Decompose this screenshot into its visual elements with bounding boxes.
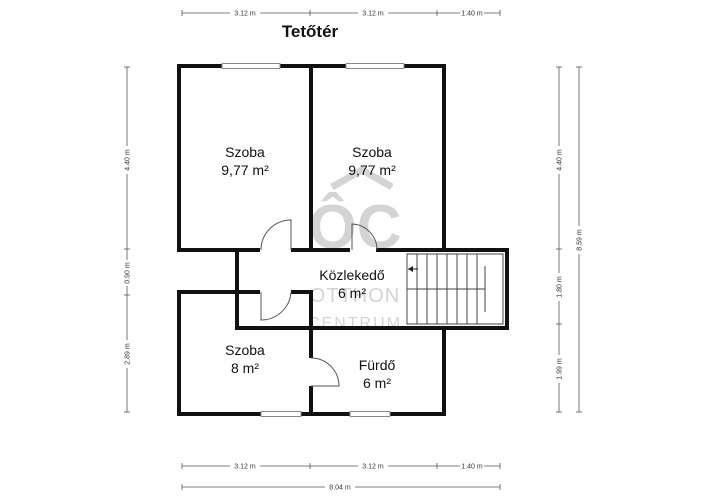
doors	[260, 219, 378, 387]
room-area: 6 m²	[338, 285, 366, 301]
dim-top-3: 1.40 m	[461, 11, 483, 18]
door-swing	[260, 219, 292, 251]
watermark-roof-icon	[330, 165, 394, 191]
staircase	[406, 253, 504, 325]
room-name: Szoba	[225, 342, 265, 358]
room-label: Fürdő 6 m²	[332, 356, 422, 392]
room-label: Szoba 9,77 m²	[199, 143, 291, 179]
dim-left-3: 2.89 m	[125, 343, 132, 365]
room-name: Szoba	[225, 144, 265, 160]
page-title: Tetőtér	[281, 22, 339, 41]
dim-left-1: 4.40 m	[125, 149, 132, 171]
dimension-labels: 3.12 m 3.12 m 1.40 m 3.12 m 3.12 m 1.40 …	[123, 9, 584, 492]
window	[345, 63, 405, 69]
windows	[221, 63, 405, 417]
dim-top-1: 3.12 m	[234, 11, 256, 18]
room-label: Szoba 9,77 m²	[322, 143, 422, 179]
dim-right-total: 8.59 m	[577, 229, 584, 251]
watermark-line1: OTTHON	[310, 285, 400, 307]
room-label: Közlekedő 6 m²	[302, 266, 402, 302]
dim-right-1: 4.40 m	[557, 149, 564, 171]
room-name: Közlekedő	[319, 267, 385, 283]
dim-right-3: 1.99 m	[557, 358, 564, 380]
room-area: 6 m²	[363, 375, 391, 391]
dim-bottom-total: 8.04 m	[329, 485, 351, 492]
room-area: 9,77 m²	[348, 162, 396, 178]
dim-left-2: 0.90 m	[125, 262, 132, 284]
dim-right-2: 1.80 m	[557, 276, 564, 298]
room-name: Szoba	[352, 144, 392, 160]
room-name: Fürdő	[358, 357, 396, 373]
door-swing	[260, 291, 292, 321]
window	[349, 411, 391, 417]
dim-bottom-2: 3.12 m	[362, 464, 384, 471]
dim-bottom-1: 3.12 m	[234, 464, 256, 471]
room-area: 8 m²	[231, 360, 259, 376]
window	[260, 411, 302, 417]
door-swing	[310, 357, 340, 387]
dim-bottom-3: 1.40 m	[461, 464, 483, 471]
door-swing	[351, 223, 378, 251]
room-label: Szoba 8 m²	[199, 341, 291, 377]
dim-top-2: 3.12 m	[362, 11, 384, 18]
window	[221, 63, 281, 69]
room-area: 9,77 m²	[221, 162, 269, 178]
